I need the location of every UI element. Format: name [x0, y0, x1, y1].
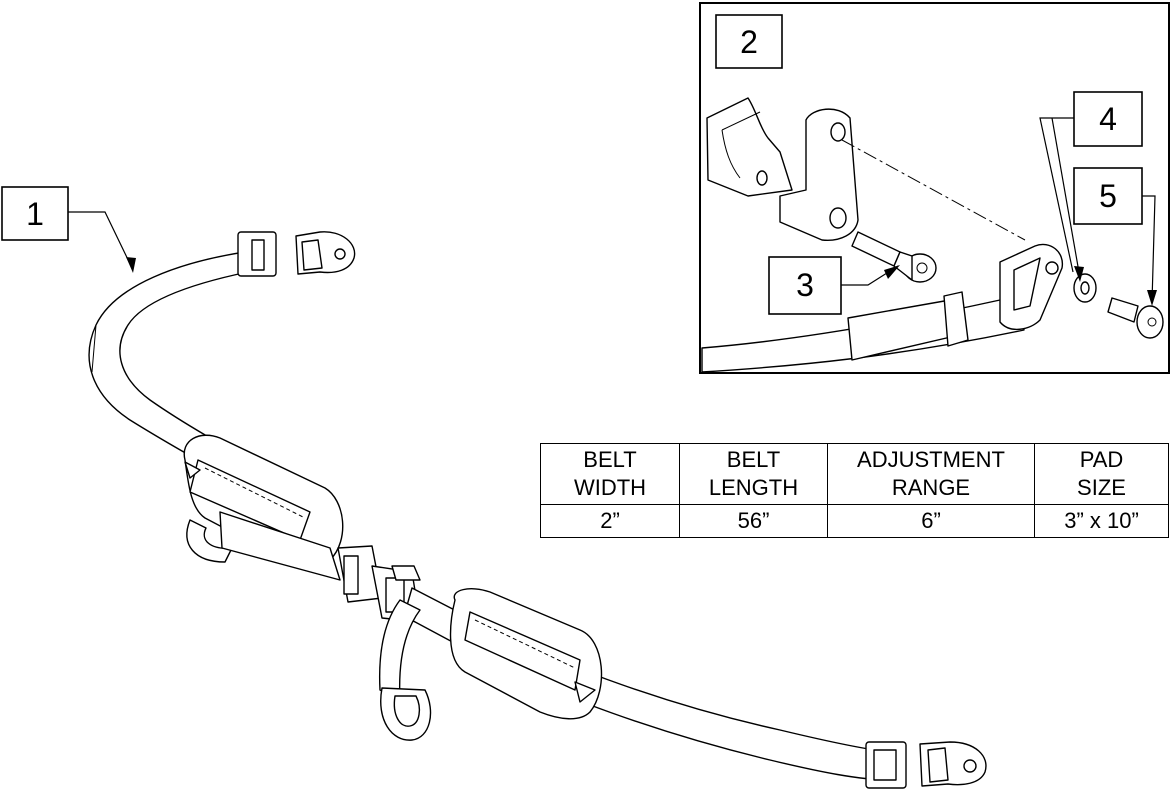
d-ring-left	[186, 511, 341, 581]
callout-5-label: 5	[1099, 178, 1117, 214]
belt-pad-right	[449, 588, 603, 720]
belt-end-fitting-bottom	[865, 741, 987, 789]
callout-2-label: 2	[740, 24, 758, 60]
callout-1: 1	[1, 186, 136, 273]
header-pad-size: PAD SIZE	[1034, 443, 1169, 505]
screw-5	[1107, 297, 1164, 339]
header-belt-width: BELT WIDTH	[540, 443, 680, 505]
spec-header-row: BELT WIDTH BELT LENGTH ADJUSTMENT RANGE …	[540, 443, 1169, 505]
callout-4-label: 4	[1099, 101, 1117, 137]
inset-end-fitting	[999, 243, 1064, 330]
value-adjustment-range: 6”	[827, 504, 1035, 538]
value-pad-size: 3” x 10”	[1034, 504, 1169, 538]
clamp-half	[706, 97, 793, 197]
belt-spec-table: BELT WIDTH BELT LENGTH ADJUSTMENT RANGE …	[540, 443, 1169, 538]
screw-3	[851, 231, 937, 283]
callout-4: 4	[1039, 91, 1143, 282]
header-adjustment-range: ADJUSTMENT RANGE	[827, 443, 1035, 505]
belt-end-fitting-top	[237, 231, 356, 277]
callout-1-label: 1	[26, 196, 44, 232]
value-belt-width: 2”	[540, 504, 680, 538]
d-ring-right	[378, 599, 432, 741]
callout-5: 5	[1073, 167, 1157, 306]
callout-3: 3	[768, 256, 900, 315]
value-belt-length: 56”	[679, 504, 828, 538]
washer-4	[1073, 273, 1097, 303]
belt-assembly	[88, 231, 987, 789]
callout-2: 2	[715, 14, 783, 69]
buckle	[337, 545, 421, 623]
clamp-bracket	[779, 108, 859, 241]
spec-value-row: 2” 56” 6” 3” x 10”	[540, 504, 1169, 538]
callout-3-label: 3	[796, 267, 814, 303]
header-belt-length: BELT LENGTH	[679, 443, 828, 505]
